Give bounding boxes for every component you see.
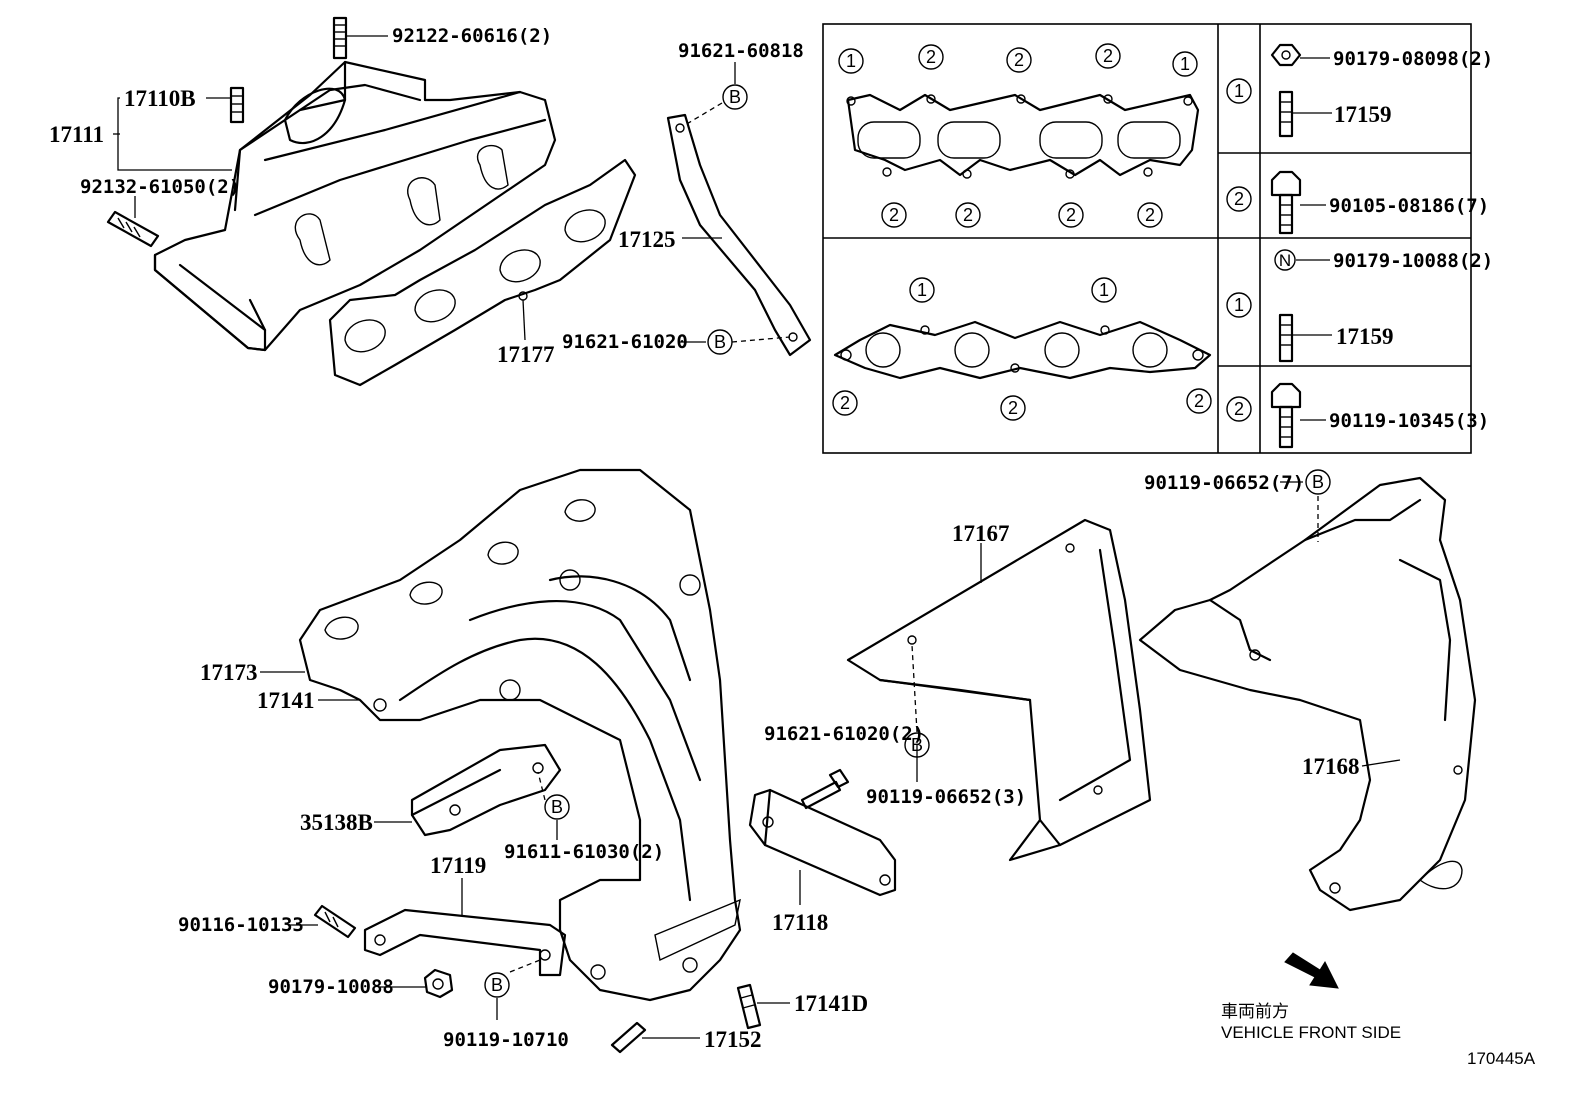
marker-upper-top-1: 1 <box>846 51 856 71</box>
marker-upper-top-5: 1 <box>1180 54 1190 74</box>
label-90119-10345: 90119-10345(3) <box>1329 410 1489 432</box>
callout-b-5: B <box>911 735 923 755</box>
leader-lines <box>113 35 1401 1039</box>
nut-marker-n: N <box>1279 251 1291 270</box>
label-91621-61020: 91621-61020 <box>562 331 688 353</box>
part-labels: 92122-60616(2) 17110B 17111 92132-61050(… <box>49 25 1493 1052</box>
label-17152: 17152 <box>704 1027 762 1052</box>
label-90119-10710: 90119-10710 <box>443 1029 569 1051</box>
marker-upper-bottom-1: 2 <box>889 205 899 225</box>
callout-b-2: B <box>714 332 726 352</box>
marker-upper-bottom-2: 2 <box>963 205 973 225</box>
intake-manifold-drawing <box>106 16 557 352</box>
table-marker-top-2: 2 <box>1234 189 1244 209</box>
b-callouts: B B B B B B <box>484 84 1331 998</box>
label-17110B: 17110B <box>124 86 196 111</box>
bracket-17125-drawing <box>666 113 812 357</box>
callout-b-4: B <box>491 975 503 995</box>
marker-lower-bottom-3: 2 <box>1194 391 1204 411</box>
marker-upper-top-3: 2 <box>1014 50 1024 70</box>
marker-lower-top-2: 1 <box>1099 280 1109 300</box>
label-17173: 17173 <box>200 660 258 685</box>
label-91621-61020-2: 91621-61020(2) <box>764 723 924 745</box>
marker-upper-bottom-3: 2 <box>1066 205 1076 225</box>
marker-upper-bottom-4: 2 <box>1145 205 1155 225</box>
label-17159-top: 17159 <box>1334 102 1392 127</box>
insulator-17118-drawing <box>748 768 897 897</box>
label-90119-06652-3: 90119-06652(3) <box>866 786 1026 808</box>
front-direction-arrow-icon <box>1284 952 1339 989</box>
marker-upper-top-4: 2 <box>1103 46 1113 66</box>
table-marker-top-1: 1 <box>1234 81 1244 101</box>
exhaust-manifold-17141-drawing <box>298 468 742 1002</box>
marker-lower-top-1: 1 <box>917 280 927 300</box>
label-90179-10088: 90179-10088 <box>268 976 394 998</box>
label-17119: 17119 <box>430 853 486 878</box>
front-side-japanese: 車両前方 <box>1221 1002 1289 1021</box>
stay-17119-drawing <box>363 908 567 977</box>
label-90119-06652-7: 90119-06652(7) <box>1144 472 1304 494</box>
marker-upper-top-2: 2 <box>926 47 936 67</box>
label-92122: 92122-60616(2) <box>392 25 552 47</box>
label-92132: 92132-61050(2) <box>80 176 240 198</box>
label-90179-08098: 90179-08098(2) <box>1333 48 1493 70</box>
callout-b-6: B <box>1312 472 1324 492</box>
label-17141: 17141 <box>257 688 315 713</box>
label-35138B: 35138B <box>300 810 373 835</box>
label-17159-bottom: 17159 <box>1336 324 1394 349</box>
label-17168: 17168 <box>1302 754 1360 779</box>
gasket-17177-drawing <box>328 158 637 387</box>
label-91611: 91611-61030(2) <box>504 841 664 863</box>
fastener-table <box>822 23 1472 454</box>
label-17118: 17118 <box>772 910 828 935</box>
callout-b-1: B <box>729 87 741 107</box>
marker-lower-bottom-1: 2 <box>840 393 850 413</box>
callout-b-3: B <box>551 797 563 817</box>
front-side-english: VEHICLE FRONT SIDE <box>1221 1023 1401 1042</box>
table-marker-bottom-1: 1 <box>1234 295 1244 315</box>
marker-lower-bottom-2: 2 <box>1008 398 1018 418</box>
label-17167: 17167 <box>952 521 1010 546</box>
label-17125: 17125 <box>618 227 676 252</box>
fasteners-bottom-left-drawing <box>313 904 762 1054</box>
label-17141D: 17141D <box>794 991 868 1016</box>
diagram-id: 170445A <box>1467 1049 1536 1068</box>
label-90105-08186: 90105-08186(7) <box>1329 195 1489 217</box>
bracket-35138B-drawing <box>410 743 562 837</box>
heat-insulator-17168-drawing <box>1138 476 1477 912</box>
label-17111: 17111 <box>49 122 104 147</box>
label-90116: 90116-10133 <box>178 914 304 936</box>
vehicle-front-indicator: 車両前方 VEHICLE FRONT SIDE <box>1221 952 1401 1042</box>
label-91621-60818: 91621-60818 <box>678 40 804 62</box>
heat-insulator-17167-drawing <box>846 518 1152 862</box>
gasket-markers: 1 2 2 2 1 2 2 2 2 1 1 2 2 2 1 2 1 2 N <box>832 43 1296 422</box>
label-90179-10088-2: 90179-10088(2) <box>1333 250 1493 272</box>
table-marker-bottom-2: 2 <box>1234 399 1244 419</box>
label-17177: 17177 <box>497 342 555 367</box>
